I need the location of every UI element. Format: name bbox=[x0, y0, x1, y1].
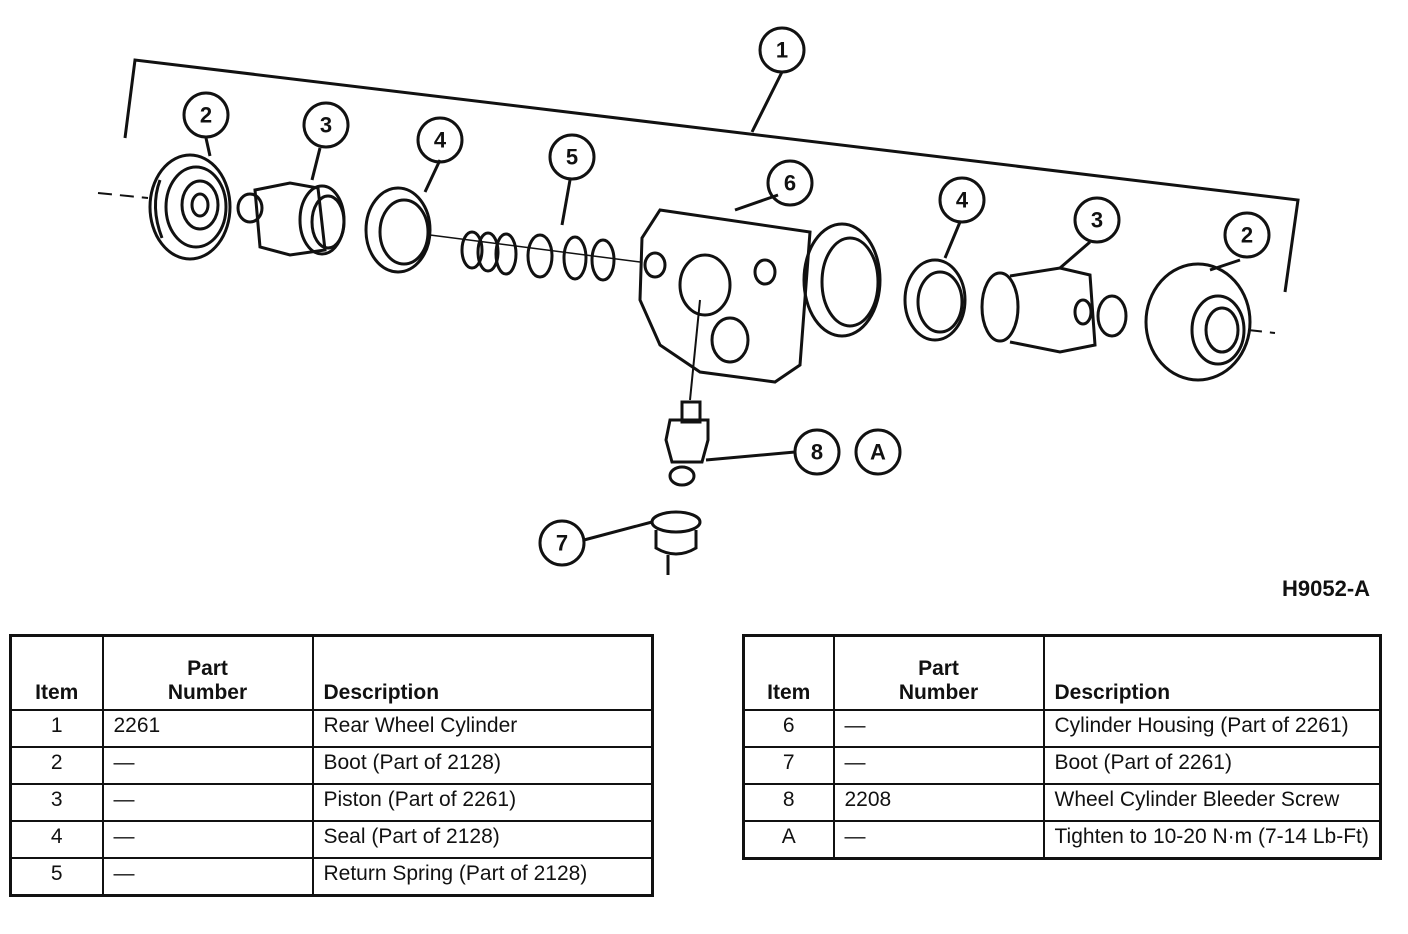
cell-description: Boot (Part of 2261) bbox=[1042, 746, 1382, 785]
callout-circle bbox=[548, 133, 596, 181]
header-description: Description bbox=[311, 634, 654, 711]
callout-circle bbox=[938, 176, 986, 224]
boot-left bbox=[148, 153, 232, 261]
callout-circle bbox=[854, 428, 902, 476]
cell-description: Rear Wheel Cylinder bbox=[311, 709, 654, 748]
cell-part: — bbox=[101, 857, 314, 897]
callout-circle bbox=[766, 159, 814, 207]
exploded-diagram: 1 2 3 4 5 6 4 3 2 8 A 7 bbox=[97, 26, 1300, 575]
table-row: 3—Piston (Part of 2261) bbox=[9, 783, 654, 822]
table-row: 7—Boot (Part of 2261) bbox=[742, 746, 1382, 785]
header-part-line1: Part bbox=[918, 657, 959, 680]
table-row: A—Tighten to 10-20 N·m (7-14 Lb-Ft) bbox=[742, 820, 1382, 860]
header-item: Item bbox=[9, 634, 104, 711]
callout-circle bbox=[758, 26, 806, 74]
assembly-bracket bbox=[123, 58, 1300, 293]
callout-4-left: 4 bbox=[434, 128, 447, 153]
callout-4-right: 4 bbox=[956, 188, 969, 213]
cylinder-housing bbox=[638, 208, 882, 401]
cell-description: Seal (Part of 2128) bbox=[311, 820, 654, 859]
cell-item: 7 bbox=[742, 746, 835, 785]
cell-part: — bbox=[832, 709, 1045, 748]
bleeder-cap bbox=[650, 510, 702, 575]
header-part-line2: Number bbox=[898, 681, 979, 704]
seal-left bbox=[364, 186, 432, 274]
callout-3-left: 3 bbox=[320, 113, 332, 138]
bleeder-screw bbox=[664, 400, 710, 487]
cell-part: — bbox=[101, 783, 314, 822]
cell-item: 6 bbox=[742, 709, 835, 748]
cell-item: A bbox=[742, 820, 835, 860]
callout-3-right: 3 bbox=[1091, 208, 1103, 233]
cell-item: 4 bbox=[9, 820, 104, 859]
callout-5: 5 bbox=[566, 145, 578, 170]
cell-item: 1 bbox=[9, 709, 104, 748]
cell-item: 3 bbox=[9, 783, 104, 822]
cell-part: 2208 bbox=[832, 783, 1045, 822]
cell-part: — bbox=[101, 820, 314, 859]
header-part-line1: Part bbox=[187, 657, 228, 680]
cell-item: 5 bbox=[9, 857, 104, 897]
callout-circle bbox=[302, 101, 350, 149]
header-part-line2: Number bbox=[167, 681, 248, 704]
header-description: Description bbox=[1042, 634, 1382, 711]
cell-part: — bbox=[832, 820, 1045, 860]
callout-2-right: 2 bbox=[1241, 223, 1253, 248]
center-axis-right bbox=[1247, 329, 1276, 334]
table-row: 2—Boot (Part of 2128) bbox=[9, 746, 654, 785]
seal-right bbox=[903, 258, 967, 342]
callout-1: 1 bbox=[776, 38, 788, 63]
table-row: 6—Cylinder Housing (Part of 2261) bbox=[742, 709, 1382, 748]
boot-right bbox=[1144, 262, 1252, 382]
cell-description: Return Spring (Part of 2128) bbox=[311, 857, 654, 897]
cell-description: Piston (Part of 2261) bbox=[311, 783, 654, 822]
callout-8: 8 bbox=[811, 440, 823, 465]
cell-description: Tighten to 10-20 N·m (7-14 Lb-Ft) bbox=[1042, 820, 1382, 860]
cell-item: 2 bbox=[9, 746, 104, 785]
cell-description: Cylinder Housing (Part of 2261) bbox=[1042, 709, 1382, 748]
return-spring bbox=[429, 230, 641, 282]
cell-description: Boot (Part of 2128) bbox=[311, 746, 654, 785]
callout-2-left: 2 bbox=[200, 103, 212, 128]
callout-circle bbox=[1073, 196, 1121, 244]
callout-circle bbox=[416, 116, 464, 164]
cell-part: — bbox=[832, 746, 1045, 785]
callout-7: 7 bbox=[556, 531, 568, 556]
table-row: 4—Seal (Part of 2128) bbox=[9, 820, 654, 859]
table-row: 5—Return Spring (Part of 2128) bbox=[9, 857, 654, 897]
callout-A: A bbox=[870, 440, 886, 465]
callout-circle bbox=[182, 91, 230, 139]
piston-left bbox=[236, 181, 346, 257]
cell-part: 2261 bbox=[101, 709, 314, 748]
callout-6: 6 bbox=[784, 171, 796, 196]
cell-item: 8 bbox=[742, 783, 835, 822]
header-item: Item bbox=[742, 634, 835, 711]
figure-id: H9052-A bbox=[1282, 576, 1371, 601]
leader-1 bbox=[750, 71, 784, 133]
callout-circle bbox=[538, 519, 586, 567]
callout-circle bbox=[793, 428, 841, 476]
cell-description: Wheel Cylinder Bleeder Screw bbox=[1042, 783, 1382, 822]
center-axis-left bbox=[97, 192, 149, 199]
cell-part: — bbox=[101, 746, 314, 785]
callout-circle bbox=[1223, 211, 1271, 259]
piston-right bbox=[980, 266, 1128, 354]
